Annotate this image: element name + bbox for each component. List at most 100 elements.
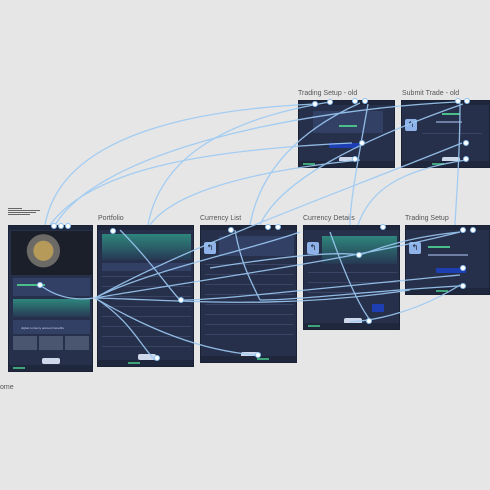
list-item[interactable] bbox=[205, 304, 294, 305]
bottom-nav[interactable] bbox=[299, 161, 394, 167]
status-bar bbox=[9, 226, 92, 230]
detail-row bbox=[308, 282, 397, 283]
coins-photo bbox=[11, 231, 92, 275]
link-node-icon[interactable] bbox=[327, 99, 333, 105]
currency-chart bbox=[322, 236, 397, 264]
list-header-panel bbox=[219, 236, 294, 256]
link-node-icon[interactable] bbox=[37, 282, 43, 288]
link-node-icon[interactable] bbox=[178, 297, 184, 303]
link-node-icon[interactable] bbox=[380, 224, 386, 230]
detail-row bbox=[308, 292, 397, 293]
link-node-icon[interactable] bbox=[275, 224, 281, 230]
table-row bbox=[102, 316, 191, 317]
table-row bbox=[102, 336, 191, 337]
frame-label-currency-list: Currency List bbox=[200, 215, 242, 222]
trade-field[interactable] bbox=[428, 254, 468, 256]
back-arrow-icon[interactable]: ↰ bbox=[307, 242, 319, 254]
list-item[interactable] bbox=[205, 294, 294, 295]
link-node-icon[interactable] bbox=[265, 224, 271, 230]
back-arrow-icon[interactable]: ↰ bbox=[405, 119, 417, 131]
list-item[interactable] bbox=[205, 274, 294, 275]
bottom-nav[interactable] bbox=[406, 288, 489, 294]
promo-image-1 bbox=[13, 336, 37, 350]
screen-submit-trade-old[interactable]: ↰ bbox=[401, 100, 490, 168]
link-node-icon[interactable] bbox=[352, 98, 358, 104]
link-node-icon[interactable] bbox=[359, 140, 365, 146]
link-node-icon[interactable] bbox=[352, 156, 358, 162]
home-chart bbox=[13, 299, 90, 317]
link-node-icon[interactable] bbox=[366, 318, 372, 324]
frame-label-currency-details: Currency Details bbox=[303, 215, 355, 222]
table-row bbox=[102, 296, 191, 297]
bottom-nav[interactable] bbox=[9, 365, 92, 371]
list-item[interactable] bbox=[205, 324, 294, 325]
bottom-nav[interactable] bbox=[304, 323, 399, 329]
link-node-icon[interactable] bbox=[362, 98, 368, 104]
trade-amount bbox=[428, 246, 450, 248]
balance-value bbox=[17, 284, 45, 286]
list-item[interactable] bbox=[205, 284, 294, 285]
portfolio-chart bbox=[102, 234, 191, 260]
link-node-icon[interactable] bbox=[463, 156, 469, 162]
screen-currency-list[interactable]: ↰ bbox=[200, 225, 297, 363]
link-node-icon[interactable] bbox=[455, 98, 461, 104]
link-node-icon[interactable] bbox=[312, 101, 318, 107]
bottom-nav[interactable] bbox=[201, 356, 296, 362]
screen-home[interactable]: digital currency account benefits bbox=[8, 225, 93, 372]
annotation-note bbox=[8, 208, 40, 216]
table-row bbox=[102, 326, 191, 327]
promo-image-2 bbox=[39, 336, 63, 350]
frame-label-submit-trade-old: Submit Trade - old bbox=[402, 90, 460, 97]
table-row bbox=[102, 306, 191, 307]
link-node-icon[interactable] bbox=[228, 227, 234, 233]
promo-image-3 bbox=[65, 336, 89, 350]
link-node-icon[interactable] bbox=[154, 355, 160, 361]
table-row bbox=[102, 346, 191, 347]
status-bar bbox=[201, 226, 296, 230]
link-node-icon[interactable] bbox=[356, 252, 362, 258]
trade-value bbox=[339, 125, 357, 127]
link-node-icon[interactable] bbox=[58, 223, 64, 229]
link-node-icon[interactable] bbox=[464, 98, 470, 104]
promo-heading: digital currency account benefits bbox=[21, 326, 64, 330]
table-row bbox=[102, 276, 191, 277]
table-row bbox=[102, 286, 191, 287]
screen-trading-setup-old[interactable] bbox=[298, 100, 395, 168]
link-node-icon[interactable] bbox=[255, 352, 261, 358]
link-node-icon[interactable] bbox=[65, 223, 71, 229]
list-item[interactable] bbox=[205, 314, 294, 315]
promo-panel bbox=[13, 320, 90, 334]
screen-currency-details[interactable]: ↰ bbox=[303, 225, 400, 330]
submit-button[interactable] bbox=[329, 143, 359, 148]
back-arrow-icon[interactable]: ↰ bbox=[204, 242, 216, 254]
screen-portfolio[interactable] bbox=[97, 225, 194, 367]
link-node-icon[interactable] bbox=[460, 227, 466, 233]
link-node-icon[interactable] bbox=[51, 223, 57, 229]
portfolio-header bbox=[102, 263, 191, 271]
bottom-nav[interactable] bbox=[98, 360, 193, 366]
link-node-icon[interactable] bbox=[460, 265, 466, 271]
link-node-icon[interactable] bbox=[470, 227, 476, 233]
frame-label-trading-setup-old: Trading Setup - old bbox=[298, 90, 358, 97]
frame-label-trading-setup: Trading Setup bbox=[405, 215, 449, 222]
buy-button[interactable] bbox=[372, 304, 384, 312]
frame-label-portfolio: Portfolio bbox=[98, 215, 124, 222]
status-bar bbox=[406, 226, 489, 230]
link-node-icon[interactable] bbox=[463, 140, 469, 146]
bottom-nav[interactable] bbox=[402, 161, 489, 167]
app-logo bbox=[42, 358, 60, 364]
trade-panel bbox=[313, 111, 383, 133]
screen-trading-setup[interactable]: ↰ bbox=[405, 225, 490, 295]
trade-field bbox=[436, 121, 462, 123]
list-item[interactable] bbox=[205, 264, 294, 265]
frame-label-home: ome bbox=[0, 384, 14, 391]
link-node-icon[interactable] bbox=[110, 228, 116, 234]
detail-row bbox=[308, 272, 397, 273]
balance-panel bbox=[13, 278, 90, 296]
back-arrow-icon[interactable]: ↰ bbox=[409, 242, 421, 254]
status-bar bbox=[402, 101, 489, 105]
link-node-icon[interactable] bbox=[460, 283, 466, 289]
list-item[interactable] bbox=[205, 334, 294, 335]
detail-row bbox=[422, 133, 482, 134]
